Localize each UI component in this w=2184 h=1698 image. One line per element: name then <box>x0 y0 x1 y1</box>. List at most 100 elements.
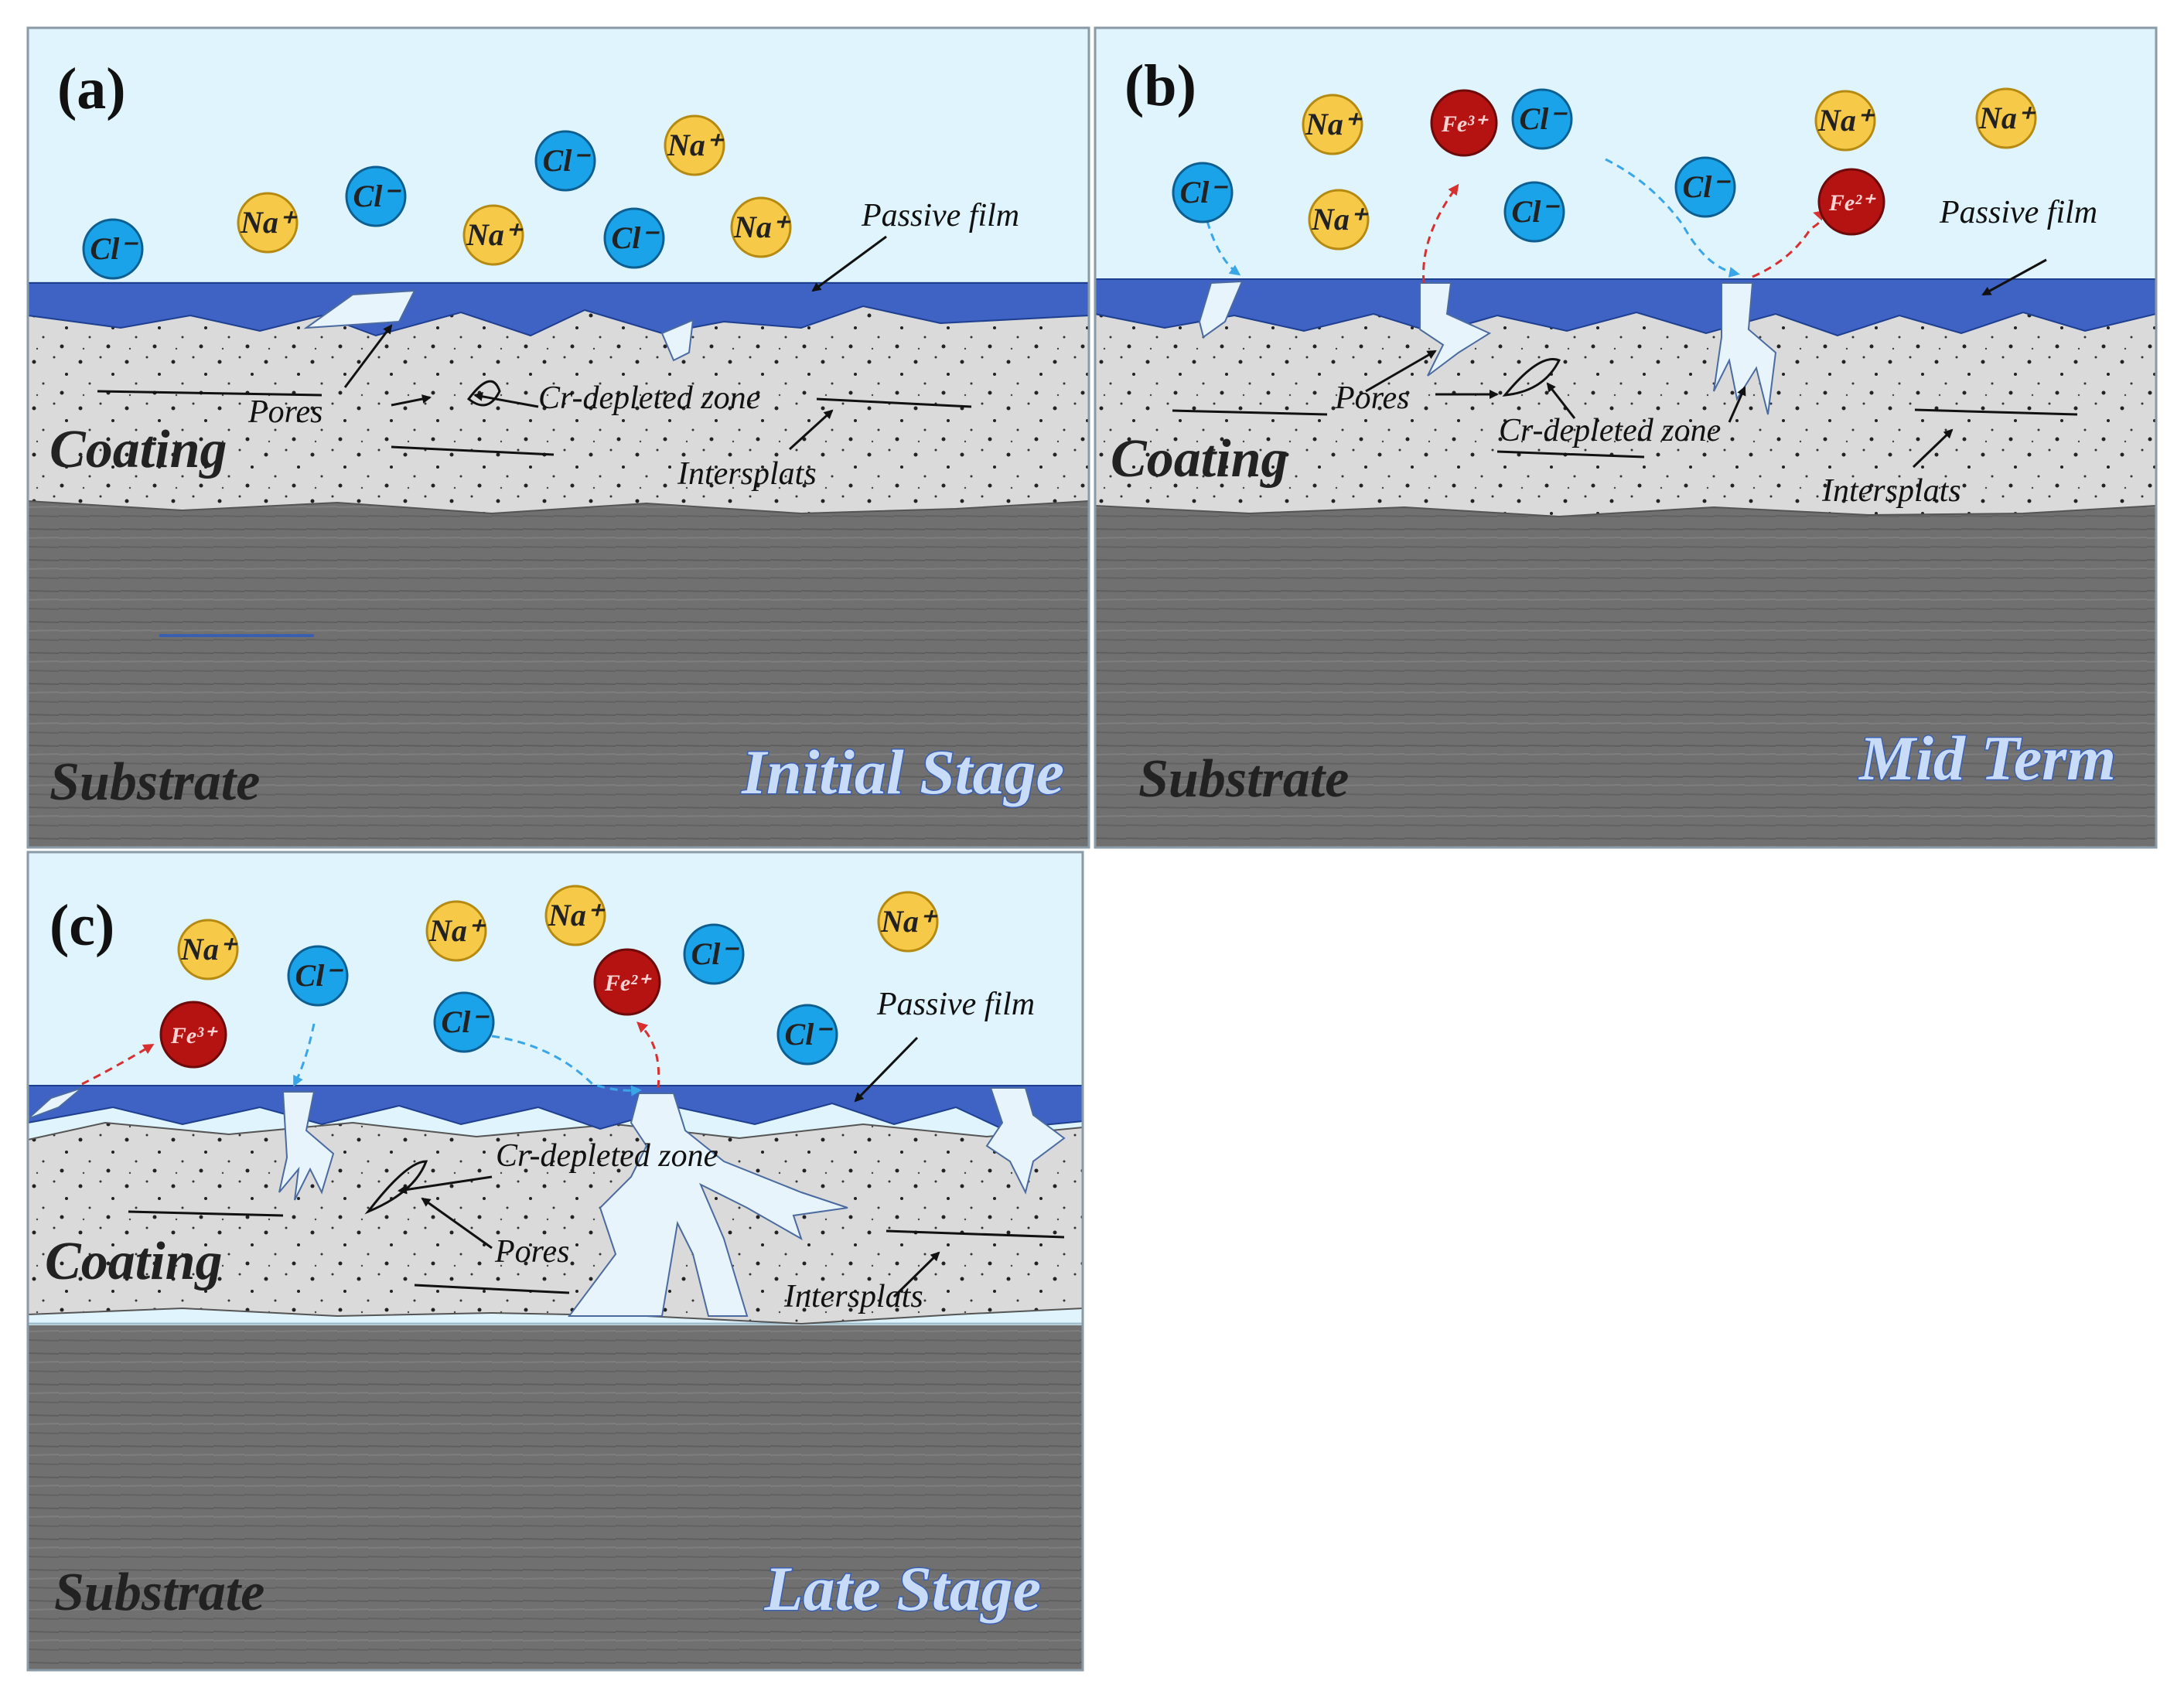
ion-na: Na⁺ <box>237 192 299 254</box>
pores-label: Pores <box>247 394 322 430</box>
cl-diffusion-arrow <box>1605 158 1740 278</box>
intersplat-line <box>1914 408 2078 416</box>
cr-depleted-label: Cr-depleted zone <box>1499 413 1721 448</box>
pore-void <box>660 319 694 362</box>
pore-void <box>303 289 416 329</box>
pore-void <box>278 1091 335 1201</box>
ion-label: Cl⁻ <box>1520 101 1568 136</box>
ion-label: Na⁺ <box>667 128 725 162</box>
ion-na: Na⁺ <box>462 204 524 266</box>
arrow <box>854 1036 919 1103</box>
ion-label: Cl⁻ <box>295 958 344 993</box>
panel-a: Cl⁻ Na⁺ Cl⁻ Na⁺ Cl⁻ Cl⁻ Na⁺ Na⁺ (a) Pass… <box>26 26 1090 849</box>
arrow <box>788 409 834 451</box>
ion-fe3: Fe³⁺ <box>1430 89 1498 157</box>
ion-fe3: Fe³⁺ <box>159 1001 227 1069</box>
intersplats-label: Intersplats <box>677 456 817 492</box>
passive-film <box>27 282 1090 337</box>
pores-label: Pores <box>494 1234 569 1270</box>
arrow <box>1981 258 2047 296</box>
pore-void <box>985 1087 1066 1195</box>
ion-label: Na⁺ <box>428 913 486 948</box>
ion-na: Na⁺ <box>544 885 606 946</box>
stage-label: Mid Term <box>1858 723 2116 793</box>
ion-cl: Cl⁻ <box>1674 156 1736 218</box>
coating-label: Coating <box>49 420 227 479</box>
intersplat-line <box>414 1284 570 1294</box>
ion-cl: Cl⁻ <box>82 218 144 280</box>
ion-cl: Cl⁻ <box>1503 181 1565 243</box>
cr-depleted-zone-shape <box>1502 358 1561 397</box>
ion-cl: Cl⁻ <box>345 165 407 227</box>
ion-fe2: Fe²⁺ <box>593 948 661 1016</box>
ion-label: Fe²⁺ <box>1828 190 1876 216</box>
ion-label: Na⁺ <box>1305 107 1363 142</box>
ion-cl: Cl⁻ <box>603 207 665 269</box>
arrow <box>1365 349 1437 393</box>
substrate <box>28 500 1089 847</box>
cr-depleted-zone-shape <box>466 380 501 407</box>
panel-label: (c) <box>49 893 114 958</box>
pore-void <box>1198 280 1244 339</box>
pore-void <box>568 1093 848 1317</box>
pore-void <box>27 1087 83 1120</box>
ion-cl: Cl⁻ <box>683 923 745 985</box>
ion-label: Cl⁻ <box>1180 175 1229 210</box>
ion-label: Na⁺ <box>1978 101 2036 135</box>
ion-label: Cl⁻ <box>1512 194 1561 229</box>
arrow <box>1912 428 1954 469</box>
arrow <box>343 324 393 388</box>
ion-label: Na⁺ <box>1817 103 1875 138</box>
ion-label: Na⁺ <box>180 932 238 967</box>
ion-na: Na⁺ <box>730 196 792 258</box>
passive-film-label: Passive film <box>861 198 1019 234</box>
arrow <box>892 1251 940 1298</box>
arrow <box>1728 386 1746 423</box>
ion-label: Na⁺ <box>548 898 606 933</box>
arrow <box>391 394 432 407</box>
ion-na: Na⁺ <box>1975 87 2037 149</box>
ion-cl: Cl⁻ <box>287 945 349 1007</box>
ion-label: Na⁺ <box>1311 202 1369 237</box>
cr-depleted-label: Cr-depleted zone <box>538 380 760 416</box>
substrate <box>1095 506 2156 847</box>
ion-label: Cl⁻ <box>612 220 660 255</box>
intersplat-line <box>128 1210 284 1217</box>
ion-na: Na⁺ <box>1308 189 1370 251</box>
stage-label: Late Stage <box>763 1553 1041 1624</box>
substrate-label: Substrate <box>54 1563 264 1622</box>
ion-cl: Cl⁻ <box>776 1004 838 1066</box>
pore-void <box>1713 282 1777 415</box>
cr-depleted-label: Cr-depleted zone <box>496 1138 718 1174</box>
ion-cl: Cl⁻ <box>1511 88 1573 150</box>
intersplat-line <box>816 397 972 408</box>
panel-b: Cl⁻ Na⁺ Na⁺ Fe³⁺ Cl⁻ Cl⁻ Cl⁻ Na⁺ Fe²⁺ Na… <box>1094 26 2158 849</box>
ion-cl: Cl⁻ <box>1172 162 1234 223</box>
intersplat-line <box>1496 450 1645 459</box>
ion-label: Cl⁻ <box>543 143 592 178</box>
cl-diffusion-arrow <box>293 1023 316 1087</box>
cl-diffusion-arrow <box>491 1035 642 1096</box>
ion-cl: Cl⁻ <box>534 130 596 192</box>
ion-label: Cl⁻ <box>691 936 740 971</box>
fe-dissolution-arrow <box>81 1043 155 1086</box>
passive-film-label: Passive film <box>1939 195 2097 230</box>
ion-na: Na⁺ <box>877 891 939 953</box>
intersplat-line <box>886 1229 1065 1239</box>
intersplats-label: Intersplats <box>783 1279 923 1314</box>
ion-label: Cl⁻ <box>785 1017 834 1052</box>
ion-na: Na⁺ <box>177 919 239 980</box>
passive-film-label: Passive film <box>876 987 1035 1022</box>
stage-label: Initial Stage <box>741 737 1064 807</box>
ion-label: Cl⁻ <box>90 231 139 266</box>
ion-cl: Cl⁻ <box>433 991 495 1053</box>
arrow <box>421 1197 493 1250</box>
ion-fe2: Fe²⁺ <box>1817 168 1885 236</box>
panel-label: (b) <box>1124 53 1196 118</box>
substrate-label: Substrate <box>1138 749 1349 809</box>
coating-label: Coating <box>1111 429 1288 489</box>
fe-dissolution-arrow <box>1752 210 1825 278</box>
ion-label: Cl⁻ <box>1683 169 1732 204</box>
cr-depleted-zone-shape <box>364 1160 428 1215</box>
